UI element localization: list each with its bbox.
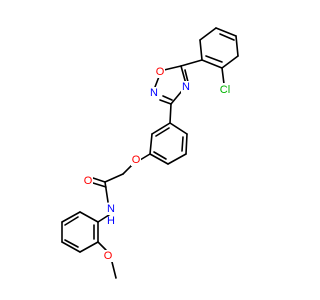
chlorophenyl-ring: [199, 27, 239, 85]
central-ring: [149, 122, 188, 165]
amide-nitrogen-label: N: [107, 203, 115, 215]
carbonyl-oxygen-label: O: [84, 175, 93, 187]
oxadiazole-oxygen-label: O: [156, 66, 165, 78]
oxadiazole-nitrogen-right-label: N: [182, 81, 190, 93]
atom-labels: Cl O N N O O N H O: [83, 66, 233, 262]
oxadiazole-aryl-bond: [169, 103, 172, 124]
oxadiazole-nitrogen-left-label: N: [150, 87, 158, 99]
ether-oxygen-label: O: [132, 154, 141, 166]
amide-hydrogen-label: H: [107, 215, 115, 227]
methoxy-oxygen-label: O: [104, 250, 113, 262]
molecule-diagram: Cl O N N O O N H O: [61, 27, 239, 279]
linker-chain: [92, 153, 151, 223]
chlorine-label: Cl: [220, 84, 230, 96]
molecule-structure: Cl O N N O O N H O: [61, 27, 239, 279]
aryl-oxadiazole-bond: [180, 59, 203, 67]
methoxyphenyl-ring: [61, 211, 117, 279]
